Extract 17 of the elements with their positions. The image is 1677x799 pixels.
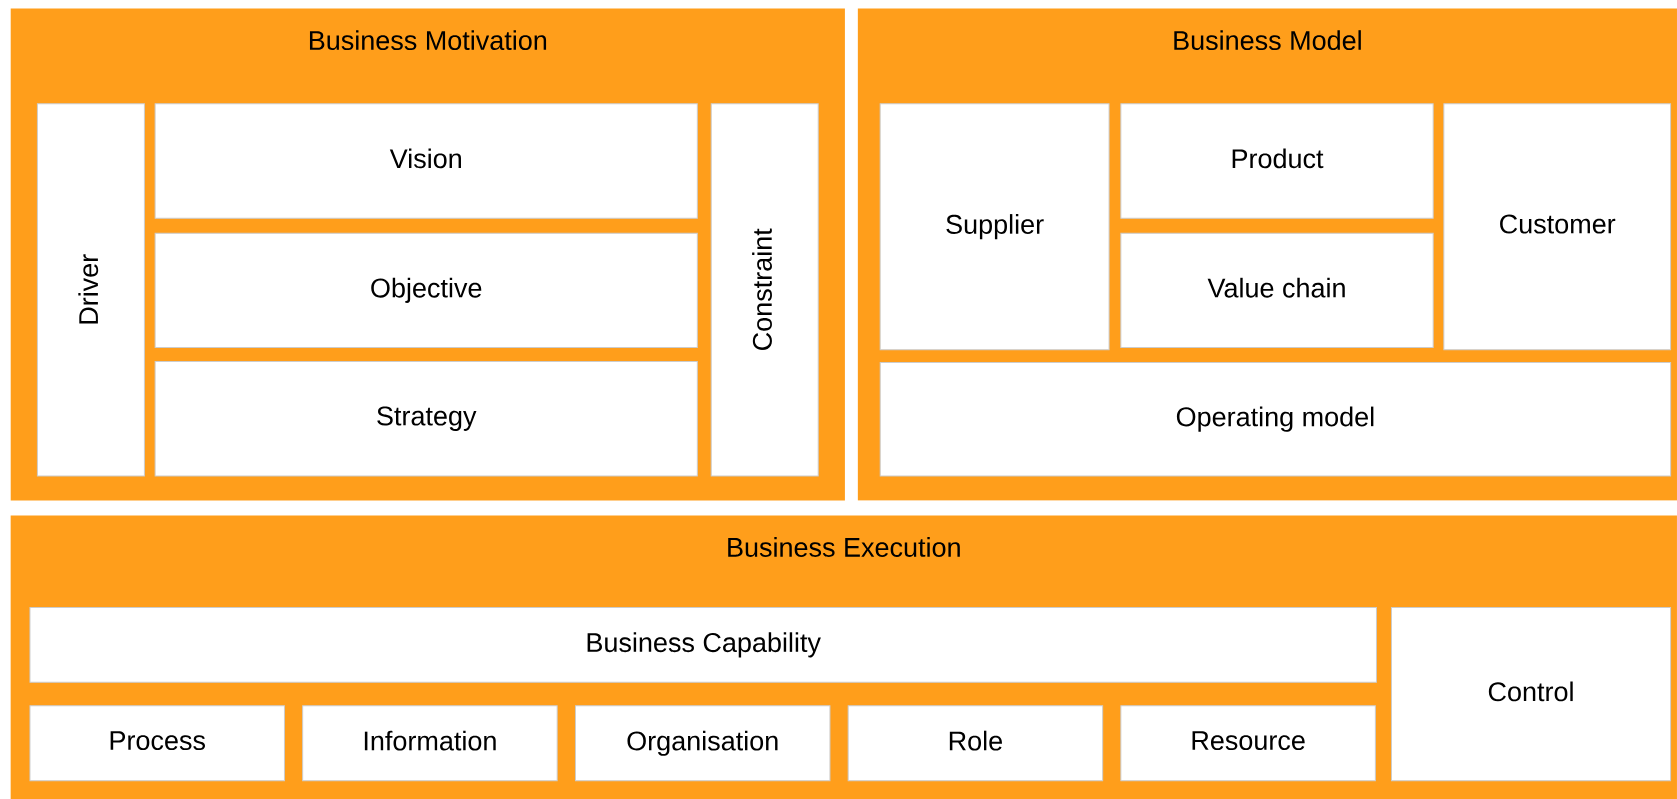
box: Strategy xyxy=(154,361,698,477)
box: Vision xyxy=(154,103,698,219)
box: Organisation xyxy=(574,705,831,782)
box: Information xyxy=(302,705,558,782)
box: Process xyxy=(29,705,285,782)
box: Objective xyxy=(154,232,698,349)
box: Customer xyxy=(1443,103,1672,351)
box: Operating model xyxy=(879,362,1672,477)
box: Business Capability xyxy=(29,606,1377,683)
box: Role xyxy=(847,705,1104,782)
box: Supplier xyxy=(879,103,1110,351)
box: Driver xyxy=(36,103,145,477)
box: Control xyxy=(1390,606,1672,782)
box: Value chain xyxy=(1120,232,1434,349)
box: Resource xyxy=(1120,705,1376,782)
box: Product xyxy=(1120,103,1434,219)
box: Constraint xyxy=(710,103,819,477)
